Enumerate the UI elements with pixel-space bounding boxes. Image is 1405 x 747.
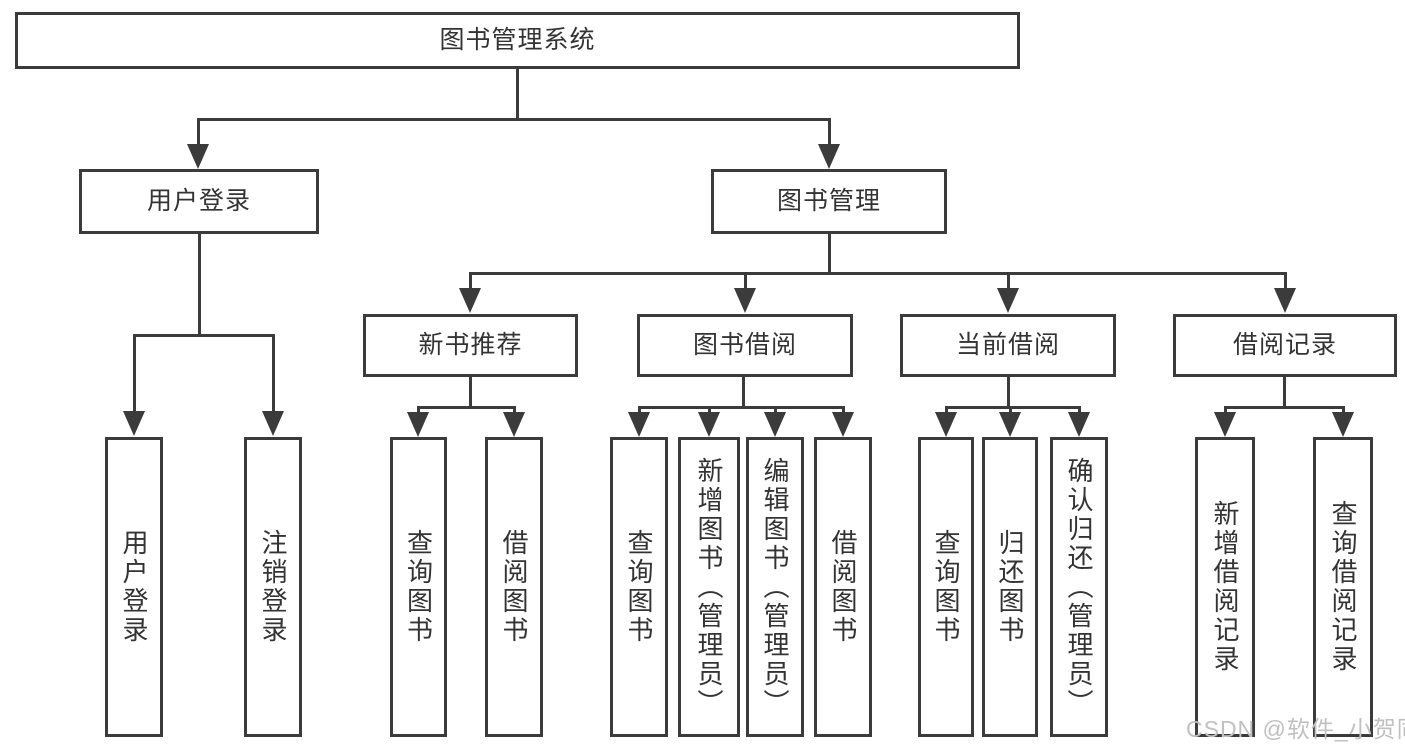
node-label: 图书管理 <box>776 187 881 215</box>
arrow-down-icon <box>997 288 1019 313</box>
arrow-down-icon <box>262 411 284 436</box>
node-label: 用户登录 <box>146 187 251 215</box>
arrow-down-icon <box>1068 412 1090 437</box>
leaf-confirm-return-admin: 确认归还（管理员） <box>1050 437 1108 737</box>
arrow-down-icon <box>935 412 957 437</box>
connector-line <box>744 272 747 292</box>
node-label: 用户登录 <box>119 529 149 645</box>
connector-line <box>198 233 201 337</box>
node-label: 编辑图书（管理员） <box>760 456 790 718</box>
arrow-down-icon <box>503 412 525 437</box>
leaf-return-books: 归还图书 <box>982 437 1038 737</box>
node-current-borrowing: 当前借阅 <box>900 314 1116 377</box>
node-label: 新书推荐 <box>418 331 523 359</box>
node-label: 借阅记录 <box>1232 331 1337 359</box>
leaf-add-borrow-record: 新增借阅记录 <box>1195 437 1255 737</box>
node-label: 查询图书 <box>403 529 434 645</box>
connector-line <box>516 68 519 121</box>
node-library-management-system: 图书管理系统 <box>15 12 1020 69</box>
connector-line <box>708 406 711 416</box>
arrow-down-icon <box>407 412 429 437</box>
connector-line <box>828 233 831 275</box>
connector-line <box>133 334 136 414</box>
node-label: 借阅图书 <box>499 529 529 645</box>
arrow-down-icon <box>459 288 481 313</box>
arrow-down-icon <box>764 412 786 437</box>
connector-line <box>469 376 472 409</box>
connector-line <box>945 406 1080 409</box>
connector-line <box>1283 376 1286 409</box>
connector-line <box>742 376 745 409</box>
node-label: 确认归还（管理员） <box>1064 456 1094 718</box>
leaf-user-login: 用户登录 <box>105 437 163 737</box>
node-user-login: 用户登录 <box>79 169 319 234</box>
leaf-query-books-recommend: 查询图书 <box>390 437 447 737</box>
connector-line <box>1078 406 1081 416</box>
connector-line <box>469 272 1287 275</box>
connector-line <box>945 406 948 416</box>
leaf-edit-book-admin: 编辑图书（管理员） <box>746 437 804 737</box>
node-label: 新增图书（管理员） <box>694 456 724 718</box>
connector-line <box>1007 376 1010 409</box>
connector-line <box>417 406 516 409</box>
arrow-down-icon <box>832 412 854 437</box>
node-label: 新增借阅记录 <box>1210 500 1240 674</box>
arrow-down-icon <box>1274 288 1296 313</box>
connector-line <box>1284 272 1287 292</box>
connector-line <box>774 406 777 416</box>
arrow-down-icon <box>818 144 840 169</box>
connector-line <box>133 334 275 337</box>
connector-line <box>417 406 420 416</box>
node-label: 借阅图书 <box>828 529 858 645</box>
node-label: 查询图书 <box>931 529 961 645</box>
leaf-borrow-books-recommend: 借阅图书 <box>485 437 543 737</box>
connector-line <box>1224 406 1344 409</box>
arrow-down-icon <box>698 412 720 437</box>
leaf-query-books-current: 查询图书 <box>918 437 974 737</box>
arrow-down-icon <box>999 412 1021 437</box>
connector-line <box>469 272 472 292</box>
connector-line <box>1007 272 1010 292</box>
node-book-borrowing: 图书借阅 <box>637 314 853 377</box>
connector-line <box>638 406 641 416</box>
watermark: CSDN @软件_小贺同学 <box>1186 716 1405 742</box>
leaf-query-books-borrowing: 查询图书 <box>610 437 668 737</box>
arrow-down-icon <box>628 412 650 437</box>
node-label: 查询借阅记录 <box>1328 500 1358 674</box>
node-label: 当前借阅 <box>955 331 1060 359</box>
leaf-add-book-admin: 新增图书（管理员） <box>678 437 740 737</box>
connector-line <box>842 406 845 416</box>
connector-line <box>197 118 831 121</box>
leaf-query-borrow-record: 查询借阅记录 <box>1313 437 1373 737</box>
node-label: 归还图书 <box>995 529 1025 645</box>
connector-line <box>1009 406 1012 416</box>
node-label: 图书借阅 <box>692 331 797 359</box>
arrow-down-icon <box>734 288 756 313</box>
connector-line <box>272 334 275 414</box>
connector-line <box>828 118 831 148</box>
connector-line <box>1224 406 1227 416</box>
node-new-book-recommendation: 新书推荐 <box>363 314 578 377</box>
arrow-down-icon <box>1214 412 1236 437</box>
leaf-logout: 注销登录 <box>244 437 302 737</box>
arrow-down-icon <box>1332 412 1354 437</box>
node-label: 注销登录 <box>258 529 288 645</box>
node-borrowing-records: 借阅记录 <box>1173 314 1397 377</box>
connector-line <box>638 406 845 409</box>
connector-line <box>197 118 200 148</box>
arrow-down-icon <box>187 144 209 169</box>
arrow-down-icon <box>123 411 145 436</box>
node-book-management: 图书管理 <box>711 169 947 234</box>
node-label: 图书管理系统 <box>439 26 596 54</box>
node-label: 查询图书 <box>624 529 654 645</box>
leaf-borrow-books-borrowing: 借阅图书 <box>814 437 872 737</box>
connector-line <box>513 406 516 416</box>
connector-line <box>1342 406 1345 416</box>
